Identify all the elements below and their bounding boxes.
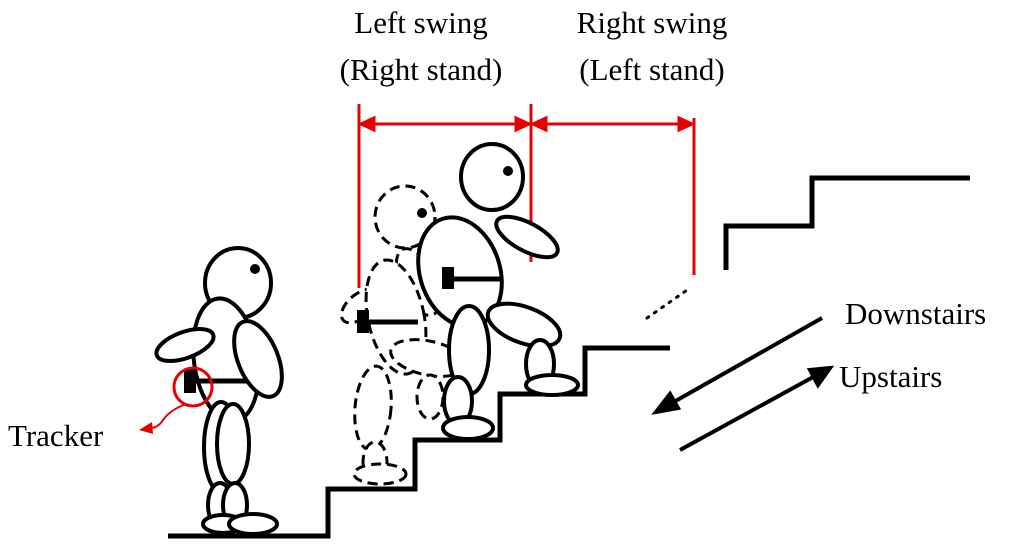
downstairs-arrow: [651, 316, 823, 415]
right-stand-label: (Right stand): [340, 52, 503, 87]
downstairs-label: Downstairs: [845, 296, 986, 331]
figure-ghost-eye: [417, 208, 427, 218]
tracker-device-icon: [184, 369, 196, 393]
tracker-highlight-circle: [172, 366, 214, 408]
left-stand-label: (Left stand): [579, 52, 724, 87]
tracker-callout-arrow: [149, 403, 187, 429]
tracker-label: Tracker: [8, 418, 104, 453]
staircase-upper: [723, 175, 970, 270]
figure-standing: [154, 246, 284, 536]
swing-measurement-lines: [357, 104, 696, 288]
tracker-callout-arrowhead: [139, 422, 153, 434]
left-swing-label: Left swing: [354, 5, 487, 40]
right-swing-label: Right swing: [577, 5, 728, 40]
figure-climbing: [416, 142, 580, 441]
upstairs-arrow: [679, 365, 835, 452]
staircase-dots: [645, 286, 692, 320]
figure-dashed-ghost: [339, 184, 467, 486]
upstairs-label: Upstairs: [839, 359, 942, 394]
tracker-device-3: [442, 267, 454, 289]
tracker-device-2: [357, 310, 369, 333]
